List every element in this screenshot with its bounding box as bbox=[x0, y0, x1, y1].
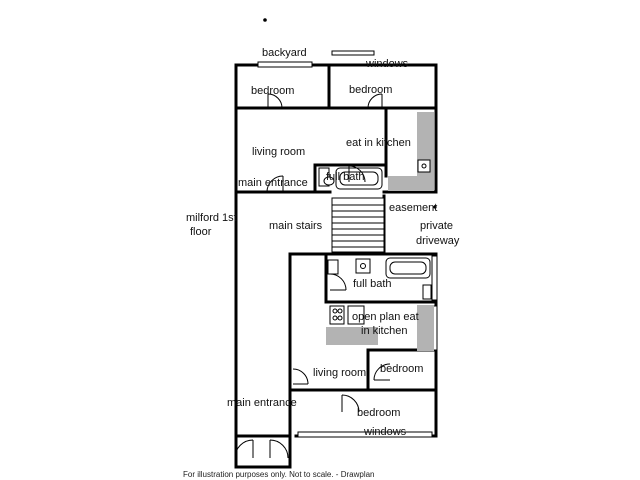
label-living-room-upper: living room bbox=[252, 146, 306, 158]
label-windows-bottom: windows bbox=[364, 426, 407, 438]
label-full-bath-lower: full bath bbox=[353, 278, 392, 290]
kitchen-fixtures bbox=[329, 159, 432, 325]
label-milford-1st: milford 1st bbox=[186, 212, 237, 224]
window-markers bbox=[257, 50, 438, 438]
door-swings bbox=[234, 93, 391, 459]
label-main-stairs: main stairs bbox=[269, 220, 323, 232]
label-private: private bbox=[420, 220, 454, 232]
label-floor: floor bbox=[190, 226, 212, 238]
label-easement: easement bbox=[389, 202, 438, 214]
driveway-dot bbox=[433, 205, 437, 209]
label-driveway: driveway bbox=[416, 235, 460, 247]
stairs bbox=[331, 197, 385, 253]
footer-disclaimer: For illustration purposes only. Not to s… bbox=[183, 470, 375, 479]
label-main-entrance-upper: main entrance bbox=[238, 177, 308, 189]
label-windows-top: windows bbox=[366, 58, 409, 70]
label-bedroom-top-right: bedroom bbox=[349, 84, 393, 96]
label-eat-in-kitchen-upper: eat in kitchen bbox=[346, 137, 411, 149]
label-living-room-lower: living room bbox=[313, 367, 367, 379]
label-full-bath-upper: full bath bbox=[326, 171, 365, 183]
label-bedroom-small: bedroom bbox=[380, 363, 424, 375]
label-main-entrance-lower: main entrance bbox=[227, 397, 297, 409]
label-in-kitchen: in kitchen bbox=[361, 325, 408, 337]
compass-dot bbox=[263, 18, 267, 22]
label-backyard: backyard bbox=[262, 47, 307, 59]
label-bedroom-bottom: bedroom bbox=[357, 407, 401, 419]
label-open-plan-eat: open plan eat bbox=[352, 311, 419, 323]
label-bedroom-top-left: bedroom bbox=[251, 85, 295, 97]
kitchen-counters bbox=[326, 112, 434, 351]
